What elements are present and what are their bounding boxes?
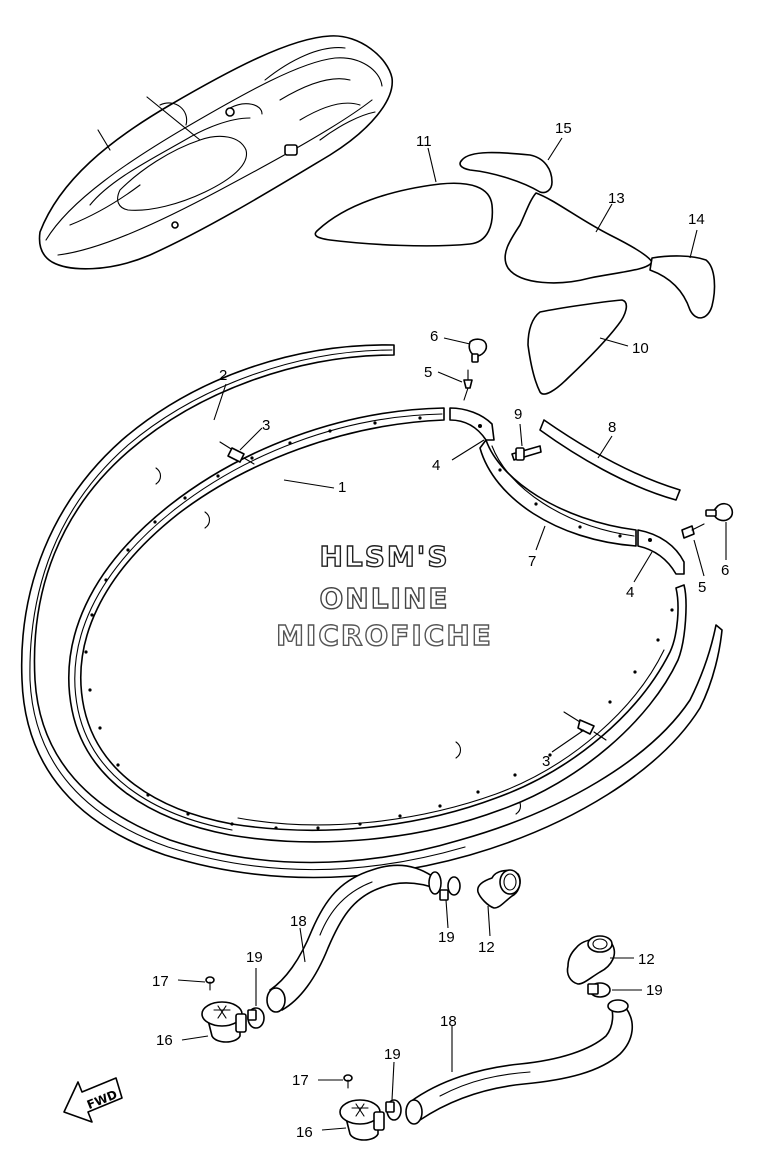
part-19-clamp-right: 19 bbox=[587, 982, 663, 999]
part-19-clamp-upper-mid: 19 bbox=[438, 876, 461, 946]
callout-15: 15 bbox=[555, 120, 572, 137]
callout-18a: 18 bbox=[290, 913, 307, 930]
callout-5a: 5 bbox=[424, 364, 432, 381]
part-5-rivet-upper: 5 bbox=[424, 364, 473, 401]
callout-19b: 19 bbox=[646, 982, 663, 999]
part-9-screw: 9 bbox=[511, 406, 542, 461]
part-18-hose-lower: 18 bbox=[405, 999, 633, 1125]
part-4-corner-piece-upper: 4 bbox=[432, 407, 495, 474]
part-15-deck-mat: 15 bbox=[459, 120, 572, 194]
part-3-screw-lower: 3 bbox=[542, 711, 607, 770]
callout-17b: 17 bbox=[292, 1072, 309, 1089]
part-3-screw-upper: 3 bbox=[219, 417, 270, 465]
watermark-line-2: ONLINE bbox=[319, 581, 450, 615]
callout-18b: 18 bbox=[440, 1013, 457, 1030]
part-17-screw-lower: 17 bbox=[292, 1072, 353, 1089]
part-13-deck-mat: 13 bbox=[504, 190, 653, 284]
callout-2: 2 bbox=[219, 367, 227, 384]
callout-8: 8 bbox=[608, 419, 616, 436]
callout-19-left: 19 bbox=[246, 949, 263, 966]
callout-7: 7 bbox=[528, 553, 536, 570]
watermark-line-1: HLSM'S bbox=[319, 539, 450, 573]
part-17-screw-upper: 17 bbox=[152, 973, 215, 991]
watercraft-overview bbox=[38, 35, 393, 270]
callout-4b: 4 bbox=[626, 584, 634, 601]
fwd-arrow-icon: FWD bbox=[63, 1077, 123, 1123]
part-1-rub-rail: 1 bbox=[68, 407, 687, 843]
callout-10: 10 bbox=[632, 340, 649, 357]
part-14-deck-mat: 14 bbox=[649, 211, 716, 319]
callout-17a: 17 bbox=[152, 973, 169, 990]
watermark-line-3: MICROFICHE bbox=[275, 618, 493, 652]
callout-11: 11 bbox=[416, 133, 432, 150]
part-7-rub-rail-section: 7 bbox=[479, 439, 637, 570]
part-11-deck-mat: 11 bbox=[314, 133, 494, 247]
callout-12b: 12 bbox=[638, 951, 655, 968]
callout-12a: 12 bbox=[478, 939, 495, 956]
part-18-hose-upper: 18 bbox=[266, 864, 442, 1013]
rub-rail-holes bbox=[84, 416, 674, 830]
callout-3a: 3 bbox=[262, 417, 270, 434]
callout-16a: 16 bbox=[156, 1032, 173, 1049]
part-10-deck-mat: 10 bbox=[527, 299, 649, 395]
part-2-outer-strip: 2 bbox=[20, 344, 723, 879]
callout-19c: 19 bbox=[384, 1046, 401, 1063]
part-4-corner-piece-lower: 4 bbox=[626, 529, 685, 601]
part-8-strip: 8 bbox=[539, 419, 681, 501]
callout-6a: 6 bbox=[430, 328, 438, 345]
part-12-elbow-right: 12 bbox=[566, 935, 655, 985]
part-16-fitting-upper: 16 bbox=[156, 1001, 247, 1049]
callout-1: 1 bbox=[338, 479, 346, 496]
callout-14: 14 bbox=[688, 211, 705, 228]
callout-9: 9 bbox=[514, 406, 522, 423]
part-12-elbow-upper: 12 bbox=[476, 869, 521, 956]
callout-19a: 19 bbox=[438, 929, 455, 946]
part-16-fitting-lower: 16 bbox=[296, 1099, 385, 1141]
part-19-clamp-lower: 19 bbox=[384, 1046, 402, 1121]
part-6-bolt-upper: 6 bbox=[430, 328, 488, 363]
callout-5b: 5 bbox=[698, 579, 706, 596]
part-19-clamp-left: 19 bbox=[246, 949, 265, 1029]
callout-3b: 3 bbox=[542, 753, 550, 770]
callout-16b: 16 bbox=[296, 1124, 313, 1141]
callout-4a: 4 bbox=[432, 457, 440, 474]
callout-6b: 6 bbox=[721, 562, 729, 579]
part-5-rivet-right: 5 bbox=[681, 523, 706, 596]
part-6-bolt-right: 6 bbox=[705, 502, 734, 579]
callout-13: 13 bbox=[608, 190, 625, 207]
